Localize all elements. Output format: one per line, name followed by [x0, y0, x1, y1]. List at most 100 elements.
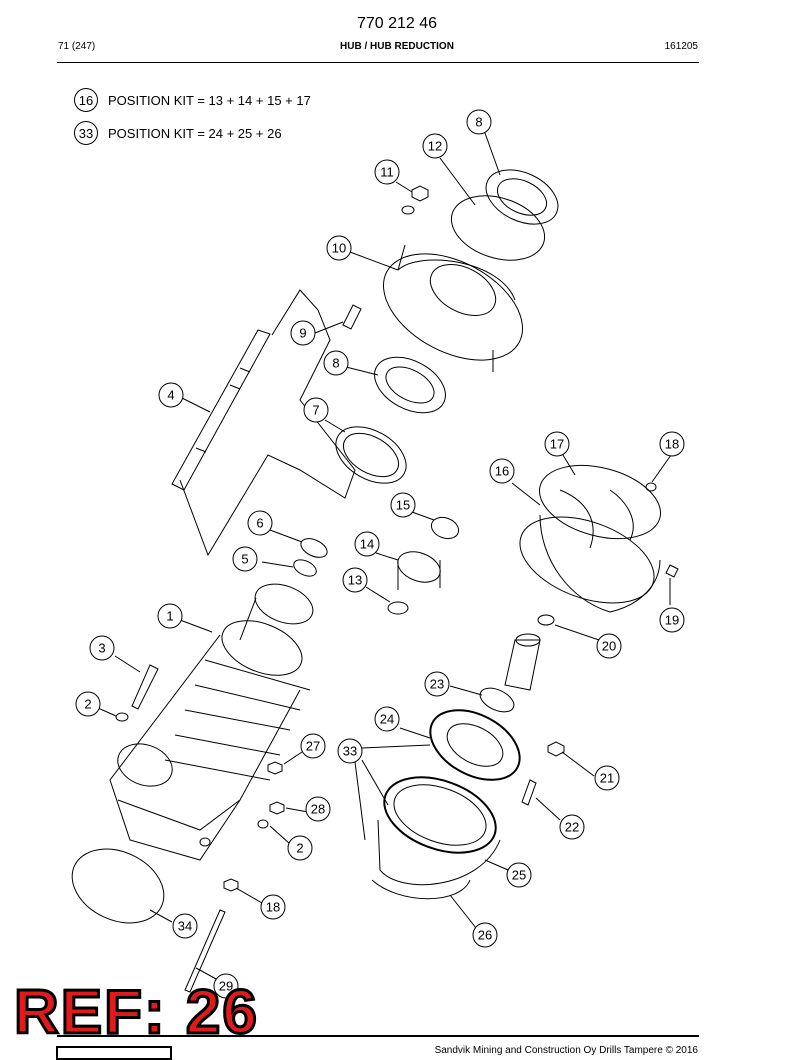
callout-number: 25 — [512, 868, 526, 883]
callout-number: 24 — [380, 712, 394, 727]
drive-shaft-drawing — [171, 329, 271, 491]
planet-carrier-drawing — [519, 464, 662, 613]
header-divider — [57, 62, 699, 63]
callout-number: 6 — [256, 516, 263, 531]
callout-number: 26 — [478, 928, 492, 943]
kit-callout: 16 — [74, 88, 98, 112]
washer-drawing — [401, 205, 415, 215]
callout-number: 21 — [600, 771, 614, 786]
bolt-drawing — [131, 664, 159, 710]
callout-circle — [287, 835, 313, 861]
pinion-shaft-drawing — [504, 633, 541, 691]
callout-circle — [466, 109, 492, 135]
thrust-washer-drawing — [293, 559, 317, 577]
callout-number: 18 — [665, 437, 679, 452]
copyright-text: Sandvik Mining and Construction Oy Drill… — [434, 1045, 698, 1056]
position-kit-16: 16 POSITION KIT = 13 + 14 + 15 + 17 — [74, 87, 311, 113]
callout-circle — [489, 458, 515, 484]
callout-number: 15 — [396, 498, 410, 513]
callout-circle — [596, 633, 622, 659]
circlip-drawing — [371, 879, 471, 900]
callout-circle — [303, 397, 329, 423]
callout-number: 33 — [343, 744, 357, 759]
callout-circle — [323, 350, 349, 376]
callout-circle — [260, 894, 286, 920]
callout-number: 22 — [565, 820, 579, 835]
callout-circle — [506, 862, 532, 888]
gear-ring-drawing — [377, 776, 501, 886]
callout-circle — [75, 691, 101, 717]
callout-number: 5 — [241, 552, 248, 567]
thrust-washer-drawing — [300, 538, 328, 558]
seal-drawing — [335, 426, 407, 484]
spacer-drawing — [479, 687, 515, 713]
callout-number: 4 — [167, 388, 174, 403]
callout-circle — [354, 531, 380, 557]
callout-circle — [659, 431, 685, 457]
washer-drawing — [537, 614, 555, 626]
callout-number: 27 — [306, 739, 320, 754]
bearing-drawing — [374, 356, 446, 414]
callout-number: 28 — [311, 802, 325, 817]
kit-callout: 33 — [74, 121, 98, 145]
callout-circle — [594, 765, 620, 791]
document-number: 770 212 46 — [356, 15, 438, 32]
callout-number: 1 — [166, 609, 173, 624]
callout-circle — [390, 492, 416, 518]
callout-number: 3 — [98, 641, 105, 656]
page-number: 71 (247) — [58, 41, 96, 52]
callout-number: 12 — [428, 139, 442, 154]
kit-description: POSITION KIT = 13 + 14 + 15 + 17 — [108, 92, 311, 108]
callout-circle — [342, 567, 368, 593]
section-title: HUB / HUB REDUCTION — [340, 41, 454, 52]
callout-circle — [422, 133, 448, 159]
callout-circle — [659, 607, 685, 633]
callout-circle — [472, 922, 498, 948]
revision-date: 161205 — [664, 41, 698, 52]
spline-ring-drawing — [397, 551, 441, 590]
callout-circle — [300, 733, 326, 759]
callout-number: 18 — [266, 900, 280, 915]
stud-drawing — [521, 779, 537, 806]
nut-drawing — [547, 741, 565, 757]
callout-number: 7 — [312, 403, 319, 418]
axle-housing-drawing — [109, 583, 314, 861]
ref-stamp: REF: 26 — [13, 978, 259, 1047]
callout-circle — [305, 796, 331, 822]
callout-circle — [544, 431, 570, 457]
callout-circle — [374, 159, 400, 185]
callout-number: 23 — [430, 677, 444, 692]
part-outlines — [71, 169, 679, 993]
callout-number: 13 — [348, 573, 362, 588]
guide-lines — [179, 289, 356, 557]
callout-circle — [89, 635, 115, 661]
callout-circle — [326, 235, 352, 261]
callout-number: 29 — [219, 979, 233, 994]
callout-circle — [157, 603, 183, 629]
bearing-drawing — [485, 169, 559, 225]
snap-ring-drawing — [387, 601, 409, 615]
callout-number: 2 — [84, 697, 91, 712]
callout-circle — [213, 973, 239, 999]
callout-number: 17 — [550, 437, 564, 452]
manufacturer-logo — [56, 1046, 172, 1060]
callout-circle — [232, 546, 258, 572]
washer-drawing — [115, 712, 129, 722]
callout-circle — [290, 320, 316, 346]
callout-circle — [247, 510, 273, 536]
kit-description: POSITION KIT = 24 + 25 + 26 — [108, 125, 282, 141]
callout-circle — [424, 671, 450, 697]
position-kit-33: 33 POSITION KIT = 24 + 25 + 26 — [74, 120, 282, 146]
callout-number: 20 — [602, 639, 616, 654]
hub-drawing — [382, 253, 524, 372]
callout-number: 2 — [296, 841, 303, 856]
callout-circle — [559, 814, 585, 840]
leader-lines — [97, 132, 672, 981]
sun-gear-drawing — [430, 516, 460, 540]
long-bolt-drawing — [184, 909, 226, 993]
callout-circle — [158, 382, 184, 408]
callout-number: 8 — [475, 115, 482, 130]
stud-drawing — [342, 304, 362, 330]
